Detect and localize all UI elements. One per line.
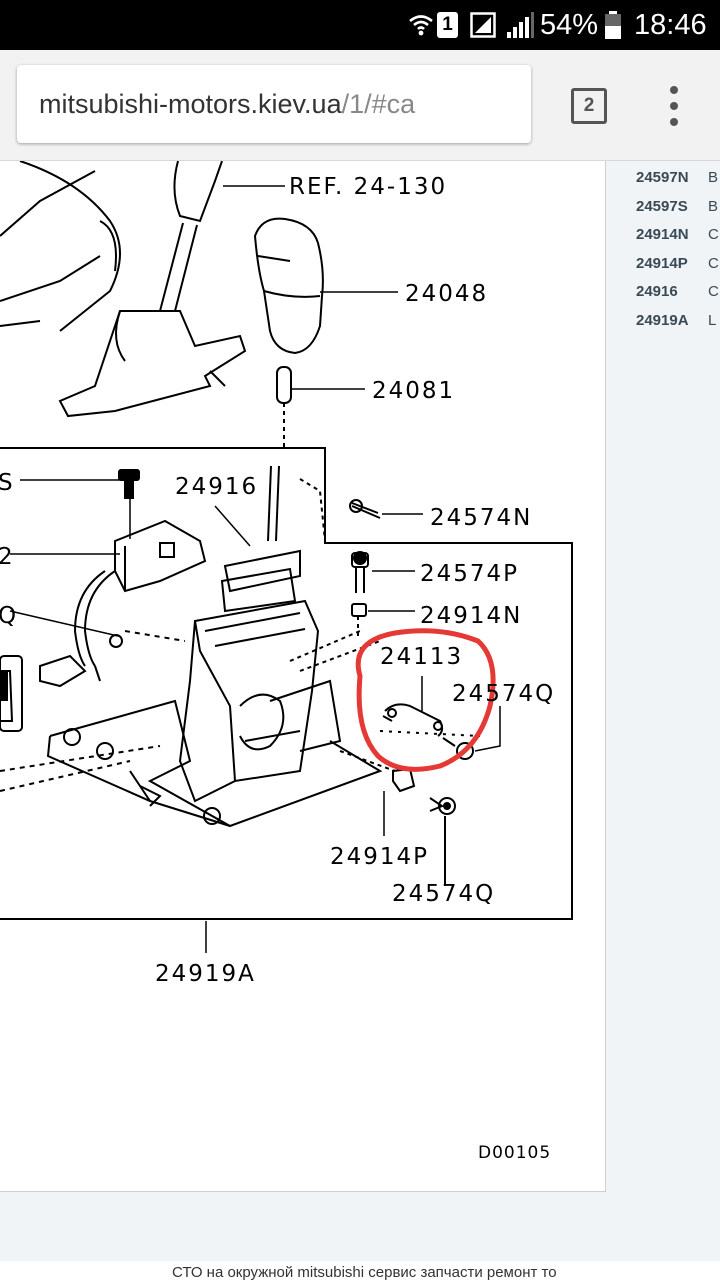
parts-list: 24597N B 24597S B 24914N C 24914P C 24916 C 2… [636, 169, 720, 340]
parts-list-row[interactable]: 24597S B [636, 198, 720, 227]
part-description: C [708, 254, 719, 272]
footer-text[interactable]: СТО на окружной mitsubishi сервис запчас… [172, 1264, 557, 1280]
parts-list-row[interactable]: 24916 C [636, 283, 720, 312]
figure-code: D00105 [478, 1143, 551, 1163]
tab-switcher-button[interactable]: 2 [571, 88, 607, 124]
label-24916: 24916 [175, 474, 258, 500]
overflow-menu-icon[interactable] [664, 86, 684, 126]
parts-list-row[interactable]: 24914N C [636, 226, 720, 255]
label-cut-s: S [0, 470, 15, 496]
parts-list-row[interactable]: 24919A L [636, 312, 720, 341]
wifi-calling-icon [408, 0, 434, 50]
browser-toolbar: mitsubishi-motors.kiev.ua/1/#ca 2 [0, 50, 720, 161]
part-description: C [708, 283, 719, 300]
highlight-circle [355, 628, 496, 772]
parts-list-row[interactable]: 24597N B [636, 169, 720, 198]
label-24914p: 24914P [330, 844, 429, 870]
battery-icon [605, 0, 621, 50]
part-number: 24597S [636, 197, 688, 215]
part-number: 24919A [636, 311, 689, 329]
label-24574p: 24574P [420, 561, 519, 587]
parts-diagram-svg: REF. 24-130 24048 24081 24916 24574N 245… [0, 160, 573, 1163]
label-24914n: 24914N [420, 603, 522, 629]
url-host: mitsubishi-motors.kiev.ua [39, 89, 342, 119]
label-24113: 24113 [380, 644, 463, 670]
sim-icon: 1 [437, 0, 458, 50]
label-24081: 24081 [372, 378, 455, 404]
label-24574q-bottom: 24574Q [392, 881, 495, 907]
status-bar: 1 54% 18:46 [0, 0, 720, 50]
part-number: 24597N [636, 169, 689, 186]
part-description: C [708, 226, 719, 243]
url-path: /1/#ca [341, 89, 416, 119]
clock: 18:46 [634, 8, 707, 41]
signal-box-icon [470, 0, 496, 50]
url-text[interactable]: mitsubishi-motors.kiev.ua/1/#ca [39, 65, 415, 143]
part-description: L [708, 311, 717, 329]
label-24919a: 24919A [155, 961, 256, 987]
part-number: 24914N [636, 226, 689, 243]
sim-slot-number: 1 [437, 12, 458, 38]
label-24048: 24048 [405, 281, 488, 307]
page-content: REF. 24-130 24048 24081 24916 24574N 245… [0, 160, 720, 1261]
footer-bar: СТО на окружной mitsubishi сервис запчас… [0, 1262, 720, 1280]
label-24574q-right: 24574Q [452, 681, 555, 707]
signal-bars-icon [507, 0, 534, 50]
parts-list-row[interactable]: 24914P C [636, 255, 720, 284]
battery-percent: 54% [540, 8, 599, 41]
url-fade [491, 65, 531, 143]
label-cut-q: Q [0, 603, 18, 629]
part-number: 24916 [636, 283, 678, 300]
url-bar[interactable]: mitsubishi-motors.kiev.ua/1/#ca [17, 65, 531, 143]
label-cut-2: 2 [0, 544, 15, 570]
label-24574n: 24574N [430, 505, 532, 531]
part-description: B [708, 169, 719, 186]
part-number: 24914P [636, 254, 688, 272]
label-ref: REF. 24-130 [289, 174, 447, 200]
parts-diagram[interactable]: REF. 24-130 24048 24081 24916 24574N 245… [0, 160, 606, 1192]
part-description: B [708, 197, 719, 215]
